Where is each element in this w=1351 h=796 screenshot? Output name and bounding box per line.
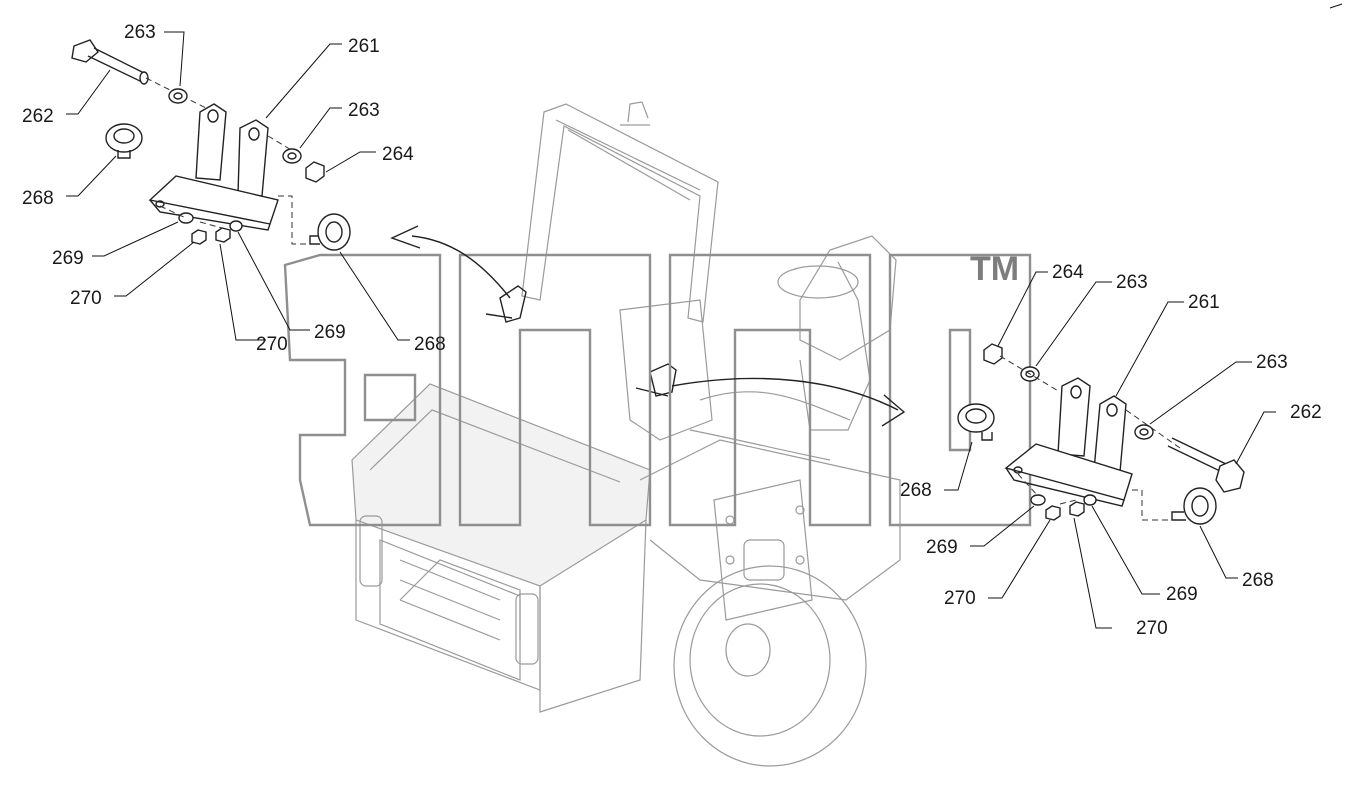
callout-269-left-b: 269	[314, 322, 346, 343]
callout-270-right-b: 270	[1136, 618, 1168, 639]
callout-264-left: 264	[382, 144, 414, 165]
callout-268-left-a: 268	[22, 188, 54, 209]
mount-268-left-a	[105, 123, 143, 159]
mount-268-right-a	[957, 403, 995, 441]
bracket-261-left	[148, 103, 279, 231]
callout-264-right: 264	[1052, 262, 1084, 283]
callout-269-right-b: 269	[1166, 584, 1198, 605]
callout-270-left-b: 270	[256, 334, 288, 355]
callout-labels: 263 261 262 263 264 268 269 270 270 269 …	[22, 22, 1322, 639]
mount-268-right-b	[1171, 487, 1217, 525]
mount-268-left-b	[309, 213, 351, 251]
callout-262-left: 262	[22, 106, 54, 127]
callout-262-right: 262	[1290, 402, 1322, 423]
washer-269-right-b	[1083, 494, 1097, 506]
nut-270-left-b	[215, 227, 231, 243]
roller-machine	[351, 101, 901, 767]
callout-268-left-b: 268	[414, 334, 446, 355]
watermark-trademark: TM	[970, 250, 1019, 288]
callout-268-right-a: 268	[900, 480, 932, 501]
callout-270-left-a: 270	[70, 288, 102, 309]
washer-269-left-b	[229, 220, 243, 232]
bolt-262-left	[71, 39, 149, 85]
nut-270-right-b	[1069, 501, 1085, 517]
nut-270-left-a	[191, 229, 207, 245]
washer-263-left-b	[282, 148, 302, 164]
callout-269-left-a: 269	[52, 248, 84, 269]
callout-270-right-a: 270	[944, 588, 976, 609]
callout-261-right: 261	[1188, 292, 1220, 313]
callout-261-left: 261	[348, 36, 380, 57]
bolt-262-right	[1167, 437, 1245, 493]
callout-268-right-b: 268	[1242, 570, 1274, 591]
washer-269-right-a	[1030, 494, 1046, 506]
watermark: TM	[283, 250, 1032, 527]
callout-269-right-a: 269	[926, 537, 958, 558]
right-exploded-assembly	[944, 271, 1276, 629]
bracket-261-right	[1004, 377, 1133, 507]
nut-264-left	[305, 161, 325, 183]
washer-263-right-b	[1134, 424, 1154, 440]
washer-263-left	[168, 88, 188, 104]
callout-263-left-b: 263	[348, 100, 380, 121]
nut-264-right	[983, 343, 1003, 365]
callout-263-right-b: 263	[1256, 352, 1288, 373]
nut-270-right-a	[1045, 505, 1061, 521]
washer-269-left-a	[178, 212, 194, 224]
left-exploded-assembly	[66, 31, 410, 341]
callout-263-left-a: 263	[124, 22, 156, 43]
flow-arrows	[390, 225, 906, 427]
corner-mark	[1329, 3, 1343, 9]
callout-263-right-a: 263	[1116, 272, 1148, 293]
